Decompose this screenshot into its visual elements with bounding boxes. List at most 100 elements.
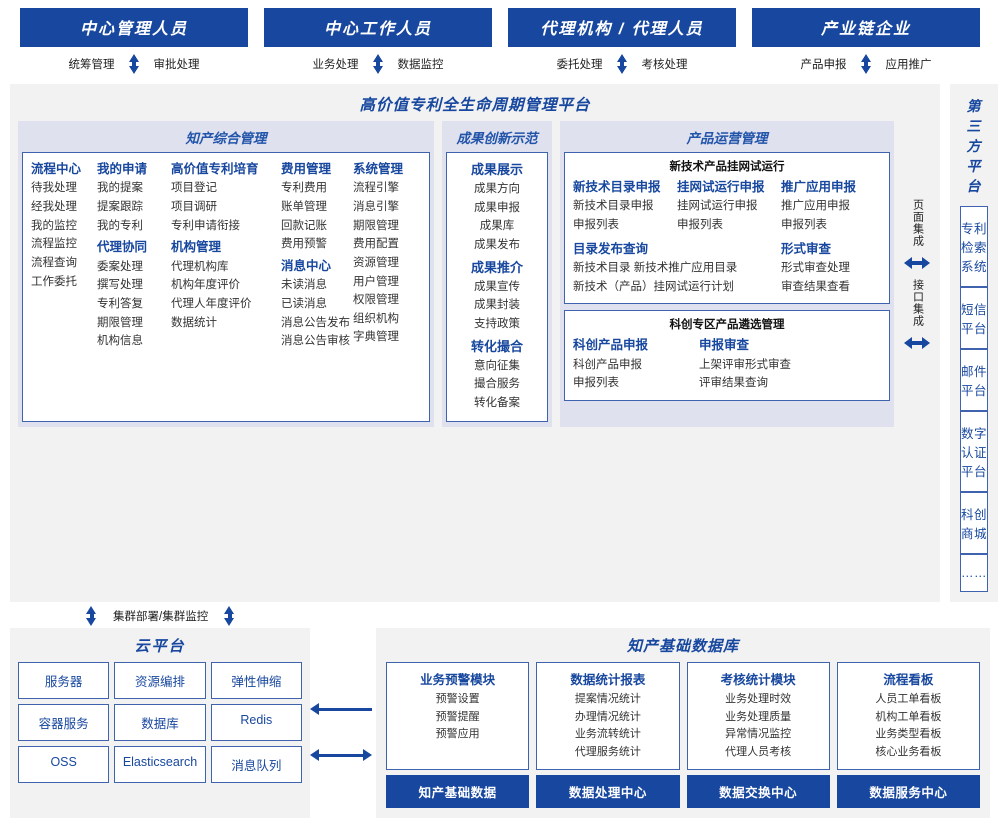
group-heading[interactable]: 机构管理 — [171, 240, 222, 255]
menu-item[interactable]: 流程查询 — [31, 256, 77, 269]
menu-item[interactable]: 权限管理 — [353, 294, 399, 307]
menu-item[interactable]: 用户管理 — [353, 275, 399, 288]
menu-item[interactable]: 新技术目录 新技术推广应用目录 — [573, 262, 738, 274]
menu-item[interactable]: 转化备案 — [474, 397, 520, 410]
menu-item[interactable]: 资源管理 — [353, 256, 399, 269]
database-item[interactable]: 业务处理时效 — [725, 693, 792, 705]
menu-item[interactable]: 上架评审形式审查 — [699, 358, 791, 371]
database-item[interactable]: 异常情况监控 — [725, 728, 792, 741]
third-party-item-2[interactable]: 邮件平台 — [960, 349, 988, 411]
menu-item[interactable]: 字典管理 — [353, 331, 399, 344]
menu-item[interactable]: 项目登记 — [171, 182, 217, 195]
database-item[interactable]: 人员工单看板 — [875, 693, 942, 705]
menu-item[interactable]: 项目调研 — [171, 201, 217, 213]
menu-item[interactable]: 工作委托 — [31, 275, 77, 288]
database-item[interactable]: 预警应用 — [435, 728, 480, 741]
menu-item[interactable]: 新技术（产品）挂网试运行计划 — [573, 280, 734, 293]
menu-item[interactable]: 专利答复 — [97, 297, 143, 310]
menu-item[interactable]: 机构年度评价 — [171, 279, 240, 292]
group-heading[interactable]: 流程中心 — [31, 162, 82, 176]
menu-item[interactable]: 待我处理 — [31, 182, 77, 195]
database-item[interactable]: 机构工单看板 — [875, 710, 942, 723]
menu-item[interactable]: 账单管理 — [281, 201, 327, 213]
menu-item[interactable]: 费用预警 — [281, 238, 327, 251]
database-item[interactable]: 代理人员考核 — [725, 745, 792, 758]
menu-item[interactable]: 我的监控 — [31, 219, 77, 232]
group-heading[interactable]: 成果推介 — [470, 259, 523, 275]
menu-item[interactable]: 流程引擎 — [353, 182, 399, 195]
menu-item[interactable]: 提案跟踪 — [97, 201, 143, 213]
cloud-cell-8[interactable]: 消息队列 — [210, 746, 302, 783]
database-footer-1[interactable]: 数据处理中心 — [536, 775, 680, 809]
cloud-cell-3[interactable]: 容器服务 — [18, 704, 110, 741]
third-party-item-5[interactable]: …… — [960, 554, 988, 592]
menu-item[interactable]: 专利申请衔接 — [171, 219, 240, 232]
cloud-cell-0[interactable]: 服务器 — [18, 662, 110, 699]
group-heading[interactable]: 费用管理 — [281, 162, 332, 176]
group-heading[interactable]: 新技术目录申报 — [573, 180, 661, 194]
group-heading[interactable]: 系统管理 — [353, 162, 404, 176]
database-item[interactable]: 代理服务统计 — [574, 745, 641, 758]
menu-item[interactable]: 期限管理 — [353, 219, 399, 232]
menu-item[interactable]: 消息引擎 — [353, 201, 399, 213]
menu-item[interactable]: 委案处理 — [97, 260, 143, 273]
third-party-item-0[interactable]: 专利检索系统 — [960, 206, 988, 287]
database-footer-2[interactable]: 数据交换中心 — [686, 775, 830, 809]
group-heading[interactable]: 成果展示 — [470, 162, 523, 177]
menu-item[interactable]: 未读消息 — [281, 279, 327, 292]
third-party-item-4[interactable]: 科创商城 — [960, 492, 988, 554]
third-party-item-3[interactable]: 数字认证平台 — [960, 411, 988, 492]
menu-item[interactable]: 申报列表 — [677, 219, 723, 231]
database-footer-3[interactable]: 数据服务中心 — [836, 775, 980, 809]
database-item[interactable]: 业务流转统计 — [574, 728, 641, 741]
group-heading[interactable]: 消息中心 — [281, 258, 332, 273]
menu-item[interactable]: 评审结果查询 — [699, 377, 768, 390]
menu-item[interactable]: 支持政策 — [474, 318, 520, 331]
menu-item[interactable]: 成果方向 — [474, 183, 520, 196]
group-heading[interactable]: 高价值专利培育 — [171, 162, 259, 176]
menu-item[interactable]: 意向征集 — [474, 359, 520, 372]
menu-item[interactable]: 流程监控 — [31, 238, 77, 251]
database-item[interactable]: 业务类型看板 — [875, 728, 942, 741]
menu-item[interactable]: 回款记账 — [281, 219, 327, 232]
menu-item[interactable]: 我的专利 — [97, 219, 143, 232]
menu-item[interactable]: 撰写处理 — [97, 279, 143, 292]
menu-item[interactable]: 已读消息 — [281, 297, 327, 310]
cloud-cell-6[interactable]: OSS — [18, 746, 110, 783]
menu-item[interactable]: 成果封装 — [474, 299, 520, 312]
third-party-item-1[interactable]: 短信平台 — [960, 287, 988, 349]
database-item[interactable]: 提案情况统计 — [574, 693, 641, 705]
menu-item[interactable]: 期限管理 — [97, 316, 143, 329]
group-heading[interactable]: 目录发布查询 — [573, 241, 649, 256]
group-heading[interactable]: 挂网试运行申报 — [677, 180, 765, 194]
cloud-cell-7[interactable]: Elasticsearch — [114, 746, 206, 783]
menu-item[interactable]: 代理人年度评价 — [171, 297, 252, 310]
menu-item[interactable]: 费用配置 — [353, 238, 399, 251]
menu-item[interactable]: 数据统计 — [171, 316, 217, 329]
cloud-cell-2[interactable]: 弹性伸缩 — [210, 662, 302, 699]
database-item[interactable]: 核心业务看板 — [875, 745, 942, 758]
menu-item[interactable]: 我的提案 — [97, 182, 143, 195]
database-item[interactable]: 办理情况统计 — [574, 710, 641, 723]
cloud-cell-1[interactable]: 资源编排 — [114, 662, 206, 699]
group-heading[interactable]: 形式审查 — [781, 241, 832, 256]
menu-item[interactable]: 机构信息 — [97, 335, 143, 348]
menu-item[interactable]: 经我处理 — [31, 201, 77, 213]
menu-item[interactable]: 成果申报 — [474, 201, 520, 214]
group-heading[interactable]: 申报审查 — [699, 338, 750, 353]
menu-item[interactable]: 组织机构 — [353, 312, 399, 325]
menu-item[interactable]: 撮合服务 — [474, 378, 520, 391]
menu-item[interactable]: 新技术目录申报 — [573, 200, 654, 213]
group-heading[interactable]: 科创产品申报 — [573, 338, 649, 353]
menu-item[interactable]: 科创产品申报 — [573, 358, 642, 371]
database-item[interactable]: 业务处理质量 — [725, 710, 792, 723]
menu-item[interactable]: 成果发布 — [474, 239, 520, 252]
group-heading[interactable]: 代理协同 — [97, 240, 148, 255]
database-item[interactable]: 预警提醒 — [435, 710, 480, 723]
group-heading[interactable]: 推广应用申报 — [781, 180, 857, 194]
menu-item[interactable]: 消息公告发布 — [281, 316, 350, 329]
menu-item[interactable]: 代理机构库 — [171, 260, 229, 273]
group-heading[interactable]: 我的申请 — [97, 162, 148, 176]
cloud-cell-5[interactable]: Redis — [210, 704, 302, 741]
menu-item[interactable]: 消息公告审核 — [281, 335, 350, 348]
